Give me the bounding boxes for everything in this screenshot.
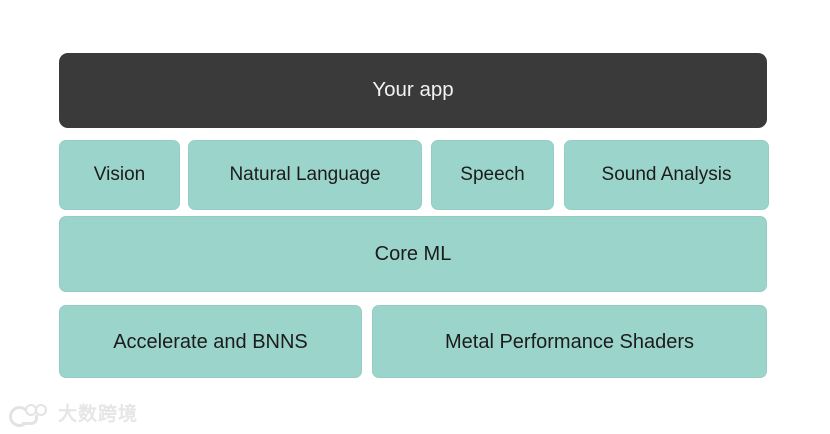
compute-box-accelerate-and-bnns: Accelerate and BNNS (59, 305, 362, 378)
ml-stack-diagram: Your app Vision Natural Language Speech … (59, 53, 769, 378)
box-spacer (422, 140, 431, 210)
box-spacer (180, 140, 188, 210)
layer-gap (59, 292, 767, 305)
compute-box-metal-performance-shaders: Metal Performance Shaders (372, 305, 767, 378)
compute-layer-row: Accelerate and BNNS Metal Performance Sh… (59, 305, 767, 378)
watermark: 大数跨境 (8, 401, 138, 427)
layer-gap (59, 128, 767, 140)
framework-box-natural-language: Natural Language (188, 140, 422, 210)
framework-layer-row: Vision Natural Language Speech Sound Ana… (59, 140, 769, 210)
app-layer-row: Your app (59, 53, 767, 128)
coreml-layer-row: Core ML (59, 216, 767, 292)
framework-box-speech: Speech (431, 140, 554, 210)
watermark-logo-icon (8, 403, 54, 427)
box-spacer (362, 305, 372, 378)
framework-box-sound-analysis: Sound Analysis (564, 140, 769, 210)
watermark-text: 大数跨境 (58, 402, 139, 425)
coreml-layer-box: Core ML (59, 216, 767, 292)
app-layer-box: Your app (59, 53, 767, 128)
box-spacer (554, 140, 564, 210)
framework-box-vision: Vision (59, 140, 180, 210)
